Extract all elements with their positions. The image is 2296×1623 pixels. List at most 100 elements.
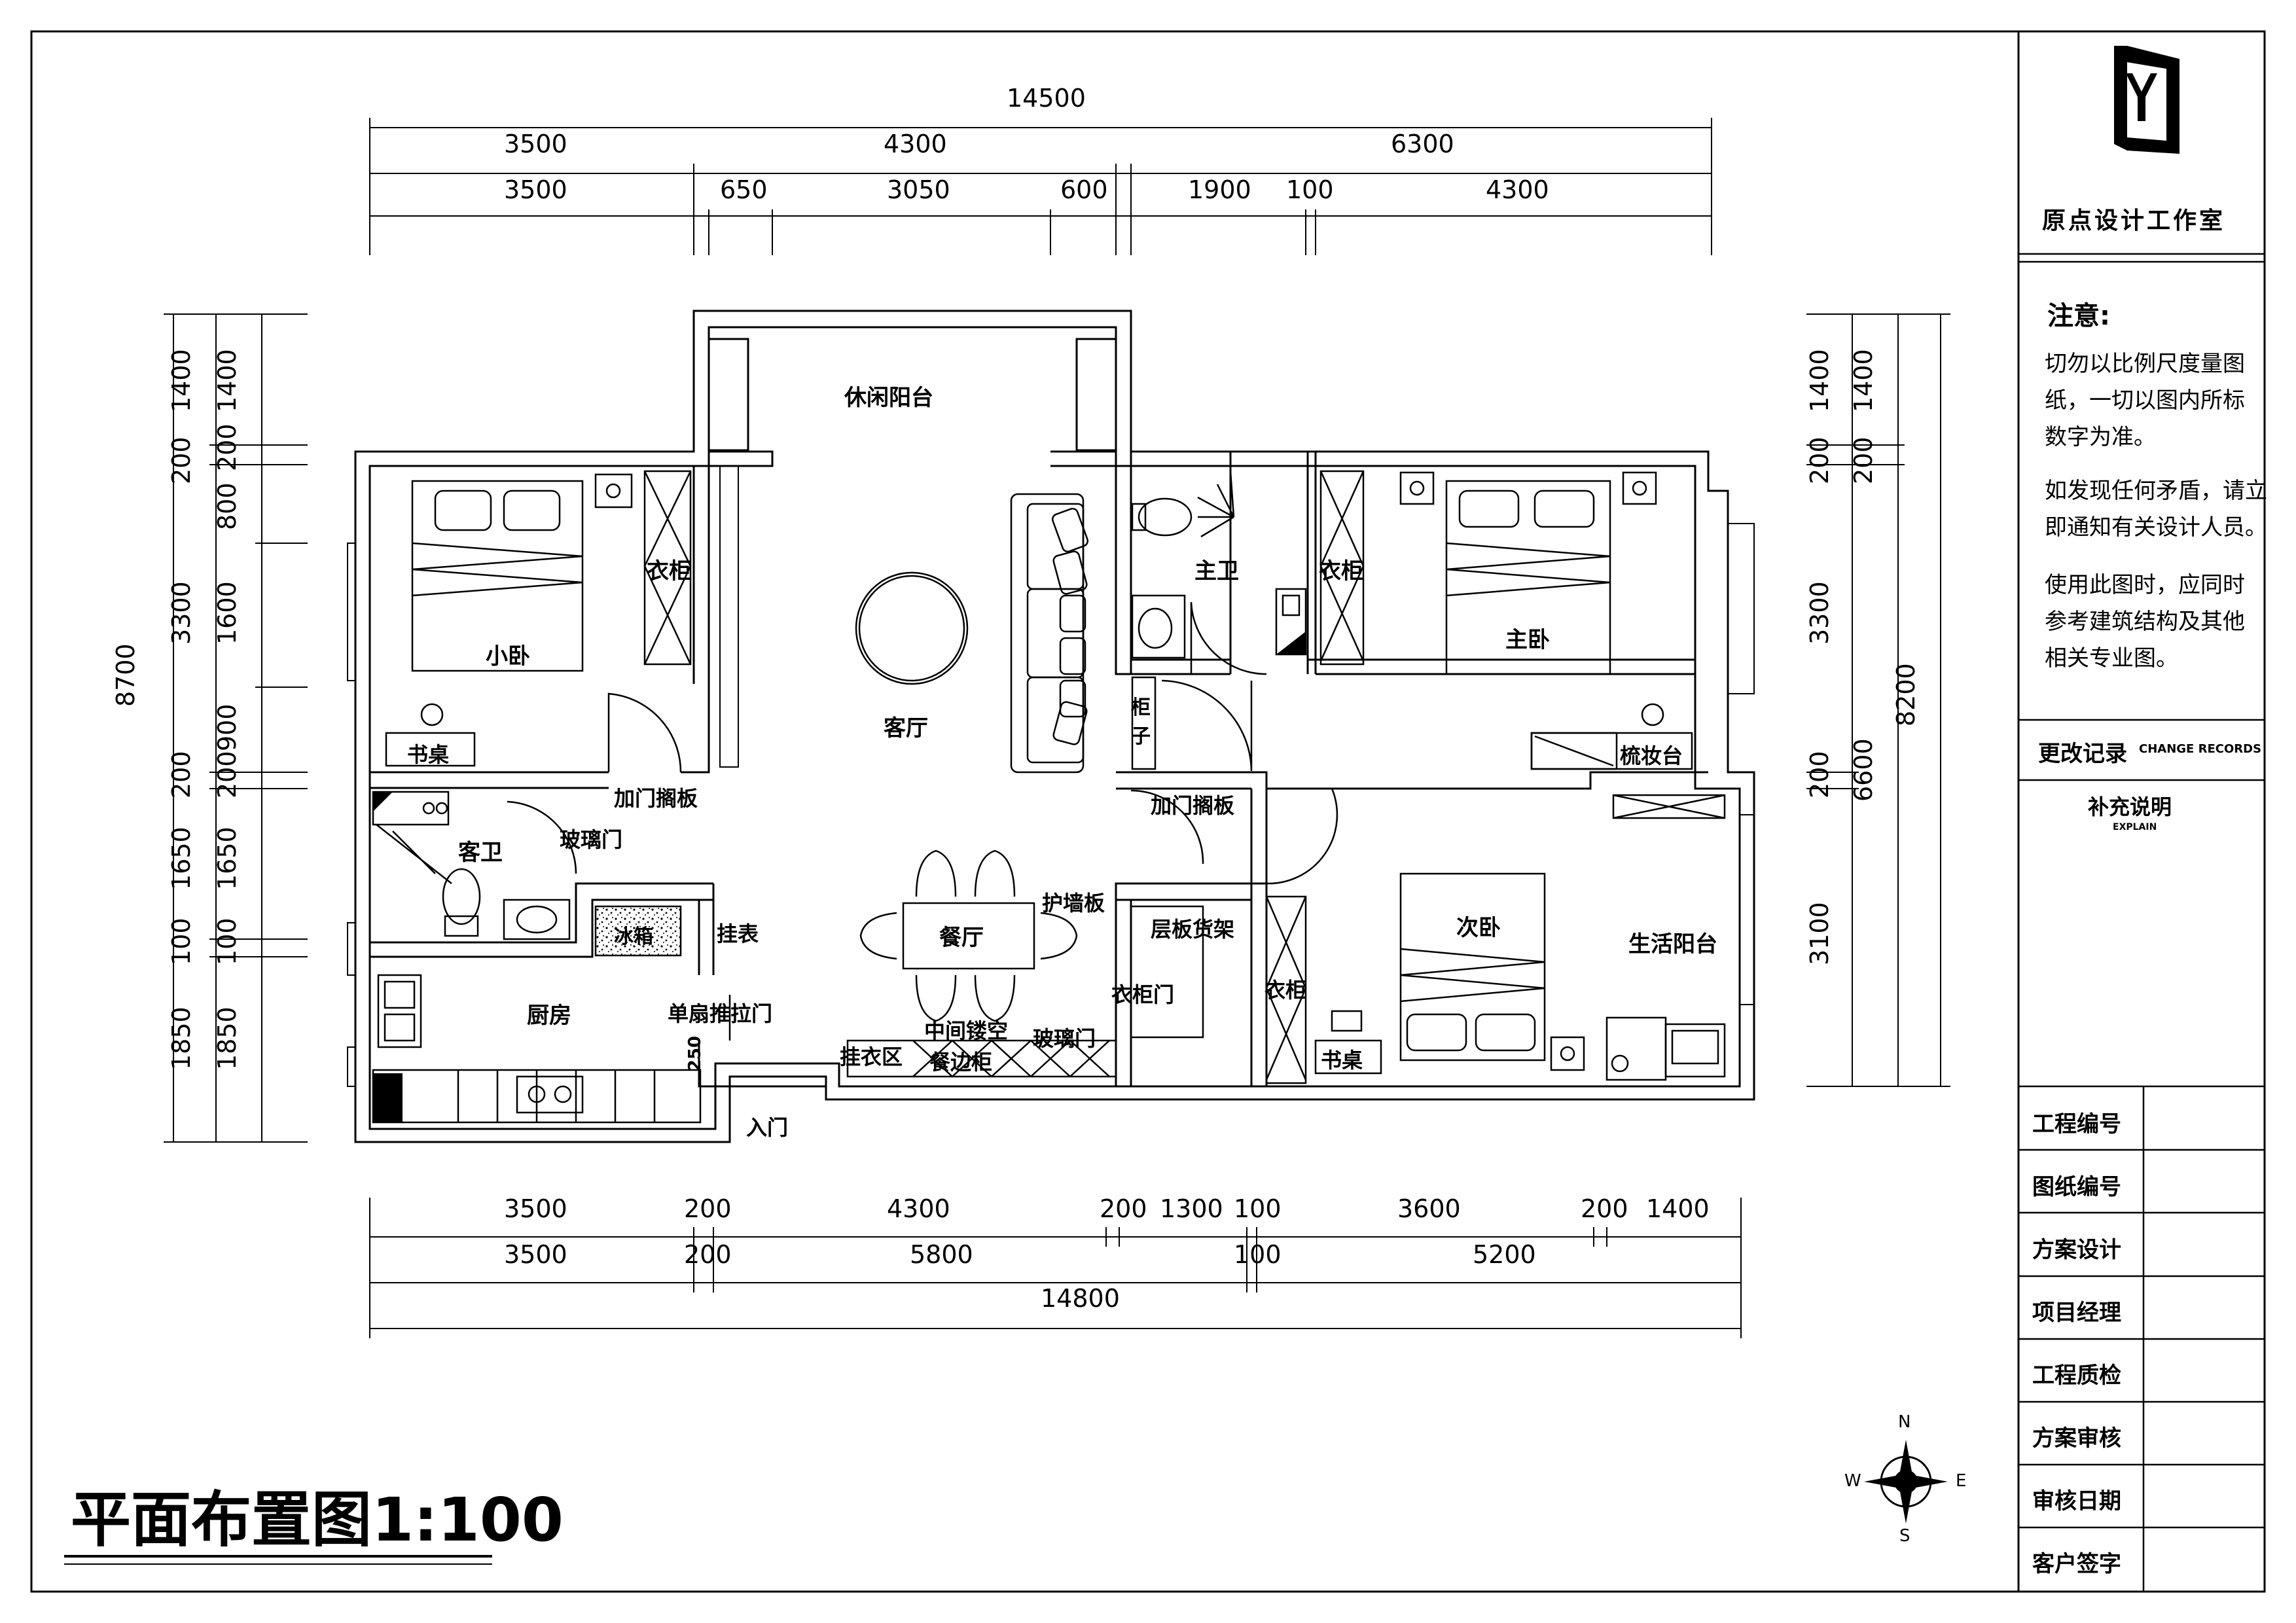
dim-left-c2-2: 200 — [213, 423, 242, 471]
dim-left-c1-3: 3300 — [167, 581, 196, 645]
dim-left-c2-7: 1650 — [213, 827, 242, 890]
label-hollow: 中间镂空 — [924, 1018, 1009, 1043]
note-line-1: 切勿以比例尺度量图 — [2045, 351, 2245, 377]
note-line-8: 相关专业图。 — [2045, 645, 2178, 671]
label-leisure-balcony: 休闲阳台 — [844, 385, 933, 411]
master-bath-corner — [1276, 632, 1306, 654]
notes-heading: 注意: — [2047, 301, 2110, 331]
furniture-master-bedroom — [1319, 470, 1693, 770]
dim-bot-r2-5: 5200 — [1473, 1240, 1536, 1269]
note-line-5: 即通知有关设计人员。 — [2045, 514, 2267, 541]
dim-right-c2-3: 6600 — [1849, 738, 1878, 802]
dim-bot-total: 14800 — [1041, 1284, 1120, 1313]
label-coat-hook: 挂表 — [717, 921, 759, 946]
label-cabinet: 柜子 — [1131, 696, 1151, 748]
furniture-small-bedroom — [385, 470, 692, 767]
dim-top-r2-1: 3500 — [504, 175, 567, 204]
tb-quality-check: 工程质检 — [2032, 1363, 2121, 1389]
compass-e: E — [1956, 1471, 1967, 1491]
dim-bot-r1-9: 1400 — [1646, 1194, 1710, 1223]
label-master-bedroom: 主卧 — [1505, 627, 1550, 653]
label-service-balcony: 生活阳台 — [1628, 931, 1717, 957]
note-line-2: 纸，一切以图内所标 — [2045, 387, 2245, 414]
dim-right-c1-1: 1400 — [1805, 349, 1834, 412]
dim-top-r2-7: 4300 — [1486, 175, 1549, 204]
label-entrance: 入门 — [746, 1115, 789, 1140]
explain-label-en: EXPLAIN — [2113, 822, 2157, 832]
label-sliding-door: 单扇推拉门 — [668, 1001, 773, 1026]
dim-right-total: 8200 — [1892, 663, 1920, 726]
dim-top-r1-1: 3500 — [504, 130, 567, 158]
label-dim-250: 250 — [685, 1035, 706, 1072]
dim-left-c2-9: 1850 — [213, 1007, 242, 1070]
dim-bot-r1-7: 3600 — [1397, 1194, 1461, 1223]
note-line-3: 数字为准。 — [2045, 424, 2156, 450]
dim-right-c1-4: 200 — [1805, 751, 1834, 798]
compass-w: W — [1844, 1471, 1861, 1491]
dim-top-r2-2: 650 — [720, 175, 768, 204]
label-glass-door-2: 玻璃门 — [1033, 1026, 1096, 1051]
note-line-6: 使用此图时，应同时 — [2045, 572, 2245, 598]
tb-project-manager: 项目经理 — [2032, 1300, 2121, 1326]
studio-name: 原点设计工作室 — [2042, 207, 2226, 234]
label-wall-guard: 护墙板 — [1042, 891, 1105, 916]
drawing-title: 平面布置图1:100 — [71, 1485, 564, 1555]
dim-bot-r1-6: 100 — [1234, 1194, 1282, 1223]
note-line-4: 如发现任何矛盾，请立 — [2045, 478, 2267, 504]
tb-scheme-design: 方案设计 — [2032, 1237, 2121, 1263]
dim-bot-r1-8: 200 — [1581, 1194, 1628, 1223]
tb-drawing-no: 图纸编号 — [2032, 1174, 2121, 1200]
tb-project-no: 工程编号 — [2032, 1111, 2121, 1137]
dim-bot-r2-1: 3500 — [504, 1240, 567, 1269]
dim-bot-r1-1: 3500 — [504, 1194, 567, 1223]
dim-top-r1-2: 4300 — [884, 130, 947, 158]
label-kitchen: 厨房 — [527, 1003, 571, 1029]
compass-rose — [1864, 1440, 1948, 1524]
windows — [347, 465, 1755, 1087]
dim-top-r2-5: 1900 — [1188, 175, 1251, 204]
sheet-border — [30, 30, 2266, 1593]
studio-logo — [2114, 46, 2179, 154]
label-dresser: 梳妆台 — [1620, 743, 1683, 768]
dim-right-c2-2: 200 — [1849, 437, 1878, 484]
dim-top-r1-3: 6300 — [1391, 130, 1454, 158]
dim-right-c1-2: 200 — [1805, 437, 1834, 484]
label-wardrobe-door: 衣柜门 — [1111, 982, 1175, 1007]
label-guest-bath: 客卫 — [458, 840, 503, 866]
dim-right-c2-1: 1400 — [1849, 349, 1878, 412]
label-shelf-1: 加门搁板 — [614, 786, 698, 811]
note-line-7: 参考建筑结构及其他 — [2045, 609, 2245, 635]
label-living: 客厅 — [884, 715, 928, 741]
dim-bot-r1-5: 1300 — [1160, 1194, 1223, 1223]
dim-left-c1-1: 1400 — [167, 349, 196, 412]
label-small-bedroom: 小卧 — [486, 643, 530, 669]
kitchen-corner-fill — [373, 1073, 403, 1122]
dim-left-c2-1: 1400 — [213, 349, 242, 412]
dim-bot-r1-3: 4300 — [887, 1194, 950, 1223]
label-sideboard: 餐边柜 — [929, 1050, 993, 1075]
label-shelf-2: 加门搁板 — [1151, 793, 1235, 818]
explain-label: 补充说明 — [2088, 794, 2172, 819]
label-dining: 餐厅 — [939, 925, 984, 951]
dim-left-total: 8700 — [111, 643, 140, 707]
walls — [354, 310, 1755, 1143]
dim-right-c1-5: 3100 — [1805, 902, 1834, 965]
tb-client-sign: 客户签字 — [2032, 1551, 2121, 1577]
furniture-second-bedroom — [1265, 794, 1726, 1084]
change-records-label: 更改记录 — [2038, 741, 2127, 767]
compass-s: S — [1899, 1526, 1910, 1546]
label-glass-door-1: 玻璃门 — [560, 827, 623, 852]
dim-top-r2-3: 3050 — [887, 175, 950, 204]
label-wardrobe-1: 衣柜 — [647, 558, 691, 584]
doors — [507, 601, 1338, 1041]
label-desk-1: 书桌 — [407, 742, 450, 767]
label-shelf-rack: 层板货架 — [1151, 917, 1235, 942]
dim-top-r2-6: 100 — [1286, 175, 1334, 204]
sidebar-grid — [2018, 253, 2265, 1592]
dim-left-c1-4: 200 — [167, 751, 196, 798]
label-desk-2: 书桌 — [1321, 1048, 1363, 1073]
dim-left-c2-8: 100 — [213, 918, 242, 965]
compass-n: N — [1898, 1412, 1911, 1432]
dim-left-c1-5: 1650 — [167, 827, 196, 890]
